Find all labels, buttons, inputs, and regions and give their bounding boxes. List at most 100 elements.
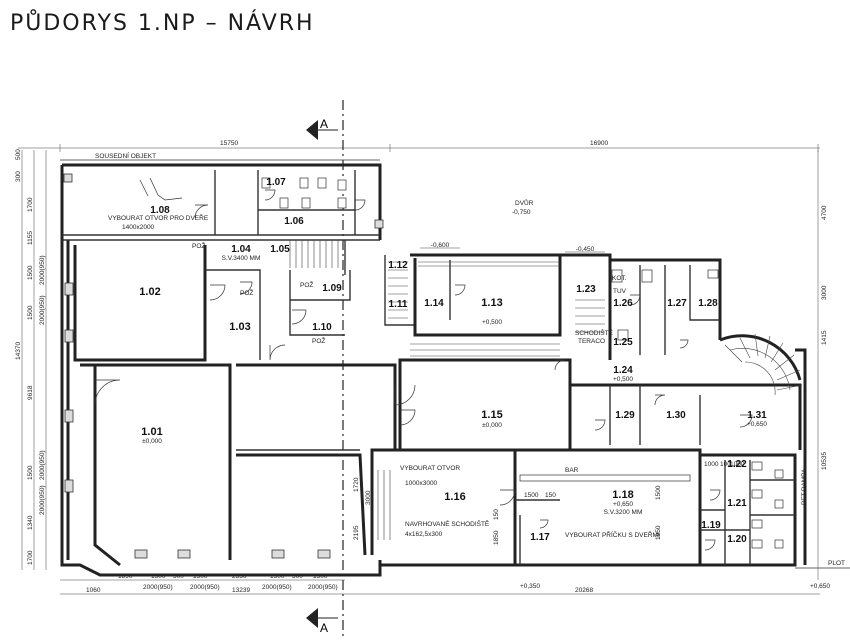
svg-text:1500: 1500	[27, 465, 34, 480]
svg-text:3000: 3000	[365, 490, 372, 505]
room-1-25: 1.25	[613, 337, 633, 348]
room-1-22: 1.22	[727, 459, 747, 470]
door-swings	[94, 189, 753, 551]
room-1-30: 1.30	[666, 410, 686, 421]
room-1-08: 1.08	[150, 205, 170, 216]
note-opening-1-18: VYBOURAT PŘÍČKU S DVEŘMI	[565, 530, 660, 539]
room-1-21: 1.21	[727, 498, 747, 509]
svg-text:1000: 1000	[730, 461, 745, 468]
svg-text:1500: 1500	[27, 265, 34, 280]
tuv-label: TUV	[613, 288, 627, 295]
building-walls	[60, 163, 807, 577]
svg-text:1000: 1000	[704, 461, 719, 468]
poz-label-1: POŽ	[192, 241, 205, 250]
svg-text:+0,650: +0,650	[810, 583, 830, 590]
room-1-29: 1.29	[615, 410, 635, 421]
svg-text:500: 500	[15, 149, 22, 160]
svg-text:1500: 1500	[655, 485, 662, 500]
spiral-staircase	[719, 333, 803, 396]
room-1-23: 1.23	[576, 284, 596, 295]
svg-text:1950: 1950	[655, 525, 662, 540]
svg-text:-0,450: -0,450	[576, 246, 595, 253]
svg-text:2195: 2195	[353, 525, 360, 540]
svg-text:1340: 1340	[27, 515, 34, 530]
svg-text:150: 150	[493, 509, 500, 520]
svg-text:2000(950): 2000(950)	[262, 584, 292, 591]
room-1-01-level: ±0,000	[142, 438, 162, 445]
room-1-15-level: ±0,000	[482, 422, 502, 429]
stairs	[289, 240, 605, 540]
svg-text:10535: 10535	[821, 452, 828, 470]
dim-16900: 16900	[590, 140, 608, 147]
courtyard-level: -0,750	[512, 209, 531, 216]
room-1-13-level: +0,500	[482, 319, 502, 326]
svg-text:20268: 20268	[575, 587, 593, 594]
poz-label-4: POŽ	[312, 336, 325, 345]
pillars	[63, 173, 384, 559]
ramp-label: BET.RAMPA	[801, 468, 808, 505]
svg-text:1500: 1500	[524, 492, 539, 499]
kot-label: KOT.	[612, 275, 627, 282]
svg-text:2000(950): 2000(950)	[143, 584, 173, 591]
svg-text:+0,350: +0,350	[520, 583, 540, 590]
svg-text:A: A	[320, 117, 328, 131]
note-opening-1-08-size: 1400x2000	[122, 224, 155, 231]
note-opening-1-16-size: 1000x3000	[405, 480, 438, 487]
room-1-03: 1.03	[229, 321, 250, 333]
room-1-17: 1.17	[530, 532, 550, 543]
svg-text:2000(950): 2000(950)	[190, 584, 220, 591]
svg-text:1155: 1155	[27, 231, 34, 245]
room-1-18-level: +0,650	[613, 501, 633, 508]
svg-text:1500: 1500	[27, 305, 34, 320]
svg-text:-0,600: -0,600	[431, 242, 450, 249]
room-1-09: 1.09	[322, 283, 342, 294]
svg-text:3000: 3000	[821, 285, 828, 300]
section-marker-bottom: A	[306, 608, 338, 635]
plot-label: PLOT	[828, 560, 845, 567]
room-labels: 1.01 ±0,000 1.02 1.03 1.04 S.V.3400 MM 1…	[139, 177, 767, 545]
note-opening-1-08: VYBOURAT OTVOR PRO DVEŘE	[108, 213, 209, 222]
svg-text:150: 150	[545, 492, 556, 499]
room-1-16: 1.16	[444, 491, 465, 503]
poz-label-3: POŽ	[300, 280, 313, 289]
svg-text:13239: 13239	[232, 587, 250, 594]
room-1-10: 1.10	[312, 322, 332, 333]
room-1-13: 1.13	[481, 297, 502, 309]
room-1-18-sv: S.V.3200 MM	[604, 509, 643, 516]
room-1-06: 1.06	[284, 216, 304, 227]
neighbour-label: SOUSEDNÍ OBJEKT	[95, 151, 156, 160]
inner-dimensions: 1720 3000 2195 1500 150 1500 1950 1850 1…	[353, 461, 745, 545]
svg-text:4700: 4700	[821, 205, 828, 220]
note-stairs-1-16-size: 4x162,5x300	[405, 531, 443, 538]
room-1-11: 1.11	[389, 299, 408, 310]
note-stairs-1-16: NAVRHOVANÉ SCHODIŠTĚ	[405, 519, 490, 528]
terrace-stairs-label: SCHODIŠTĚ	[575, 328, 614, 337]
svg-text:1060: 1060	[86, 587, 101, 594]
bar-counter	[519, 474, 691, 482]
room-1-12: 1.12	[388, 260, 408, 271]
room-1-19: 1.19	[701, 520, 721, 531]
room-1-01: 1.01	[141, 426, 162, 438]
elevation-markers: -0,600 -0,450 +0,350 +0,650	[420, 242, 830, 590]
room-1-18: 1.18	[612, 489, 633, 501]
top-dimensions: 15750 16900	[18, 140, 820, 152]
room-1-31-level: +0,650	[747, 421, 767, 428]
svg-text:14370: 14370	[15, 342, 22, 360]
room-1-20: 1.20	[727, 534, 747, 545]
room-1-04: 1.04	[231, 244, 251, 255]
courtyard-label: DVŮR	[515, 198, 534, 207]
bar-label: BAR	[565, 467, 579, 474]
dim-15750: 15750	[220, 140, 238, 147]
svg-text:1700: 1700	[27, 197, 34, 212]
room-1-04-level: S.V.3400 MM	[222, 255, 261, 262]
svg-text:1700: 1700	[27, 550, 34, 565]
svg-text:2000(950): 2000(950)	[39, 485, 46, 515]
sanitary-fixtures	[139, 177, 784, 549]
svg-text:300: 300	[15, 171, 22, 182]
room-1-24: 1.24	[613, 365, 633, 376]
right-dimensions: 4700 3000 1415 10535	[817, 150, 828, 580]
left-dimensions: 500 300 1700 1155 1500 2000(950) 1500 20…	[15, 149, 47, 570]
svg-text:1415: 1415	[821, 330, 828, 345]
svg-text:2000(950): 2000(950)	[39, 450, 46, 480]
